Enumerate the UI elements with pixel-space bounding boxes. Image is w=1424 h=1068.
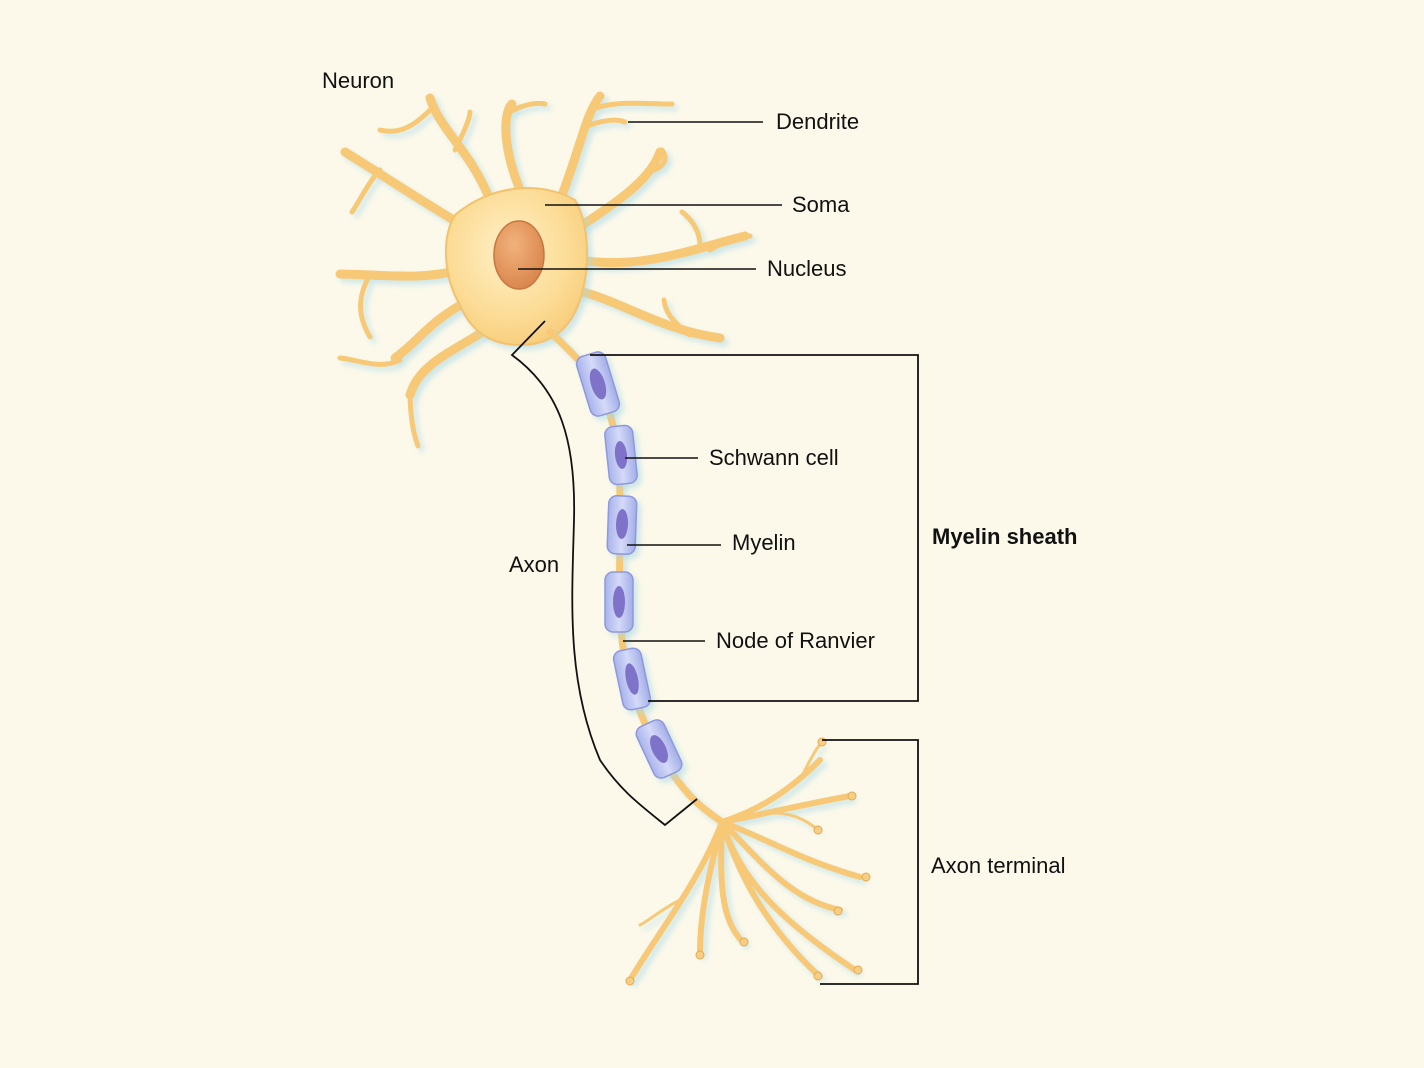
terminal-boutons	[625, 737, 871, 986]
myelin-sheath-bracket	[590, 354, 919, 702]
diagram-title: Neuron	[322, 68, 395, 93]
label-node-of-ranvier: Node of Ranvier	[716, 628, 875, 653]
label-soma: Soma	[792, 192, 850, 217]
nucleus-shape	[493, 220, 545, 290]
label-axon: Axon	[509, 552, 560, 577]
axon-shape	[545, 327, 725, 825]
label-myelin-sheath: Myelin sheath	[932, 524, 1078, 549]
label-nucleus: Nucleus	[767, 256, 847, 281]
axon-bracket	[510, 320, 698, 827]
label-axon-terminal: Axon terminal	[931, 853, 1066, 878]
label-dendrite: Dendrite	[776, 109, 860, 134]
label-myelin: Myelin	[732, 530, 796, 555]
dendrites	[335, 91, 753, 449]
leader-lines	[518, 121, 782, 642]
axon-terminal-bracket	[820, 739, 919, 985]
schwann-cells	[575, 351, 683, 779]
axon-terminal-branches	[627, 740, 863, 983]
label-schwann-cell: Schwann cell	[709, 445, 839, 470]
